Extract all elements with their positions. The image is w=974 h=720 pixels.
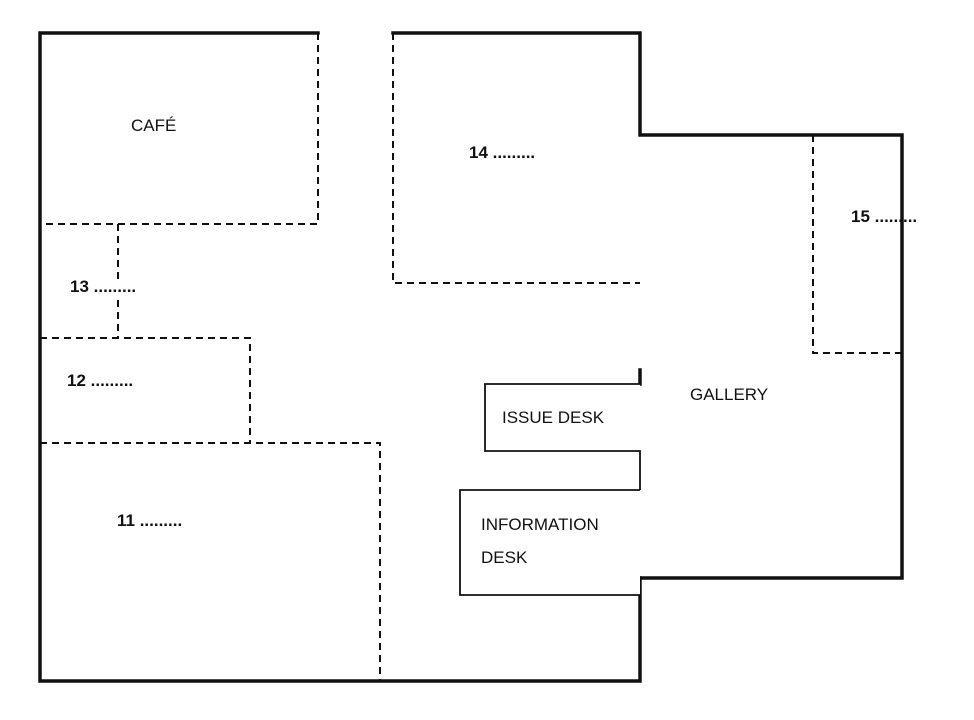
left-building-wall xyxy=(38,31,642,683)
blank-12: 12 ......... xyxy=(67,371,133,390)
blank-14: 14 ......... xyxy=(469,143,535,162)
information-desk-label-line2: DESK xyxy=(481,548,528,567)
blank-15: 15 ......... xyxy=(851,207,917,226)
blank-11: 11 ......... xyxy=(117,511,182,530)
area-11-partition xyxy=(40,442,381,681)
gallery-label: GALLERY xyxy=(690,385,768,404)
area-12-partition xyxy=(40,337,251,443)
cafe-partition xyxy=(40,33,319,225)
information-desk-outline xyxy=(459,489,640,596)
cafe-label: CAFÉ xyxy=(131,116,176,135)
issue-desk-label: ISSUE DESK xyxy=(502,408,605,427)
area-14-partition xyxy=(392,33,640,284)
blank-13: 13 ......... xyxy=(70,277,136,296)
information-desk-label-line1: INFORMATION xyxy=(481,515,599,534)
right-building-wall xyxy=(391,31,904,580)
issue-desk-outline xyxy=(484,383,641,490)
area-15-partition xyxy=(812,135,902,354)
